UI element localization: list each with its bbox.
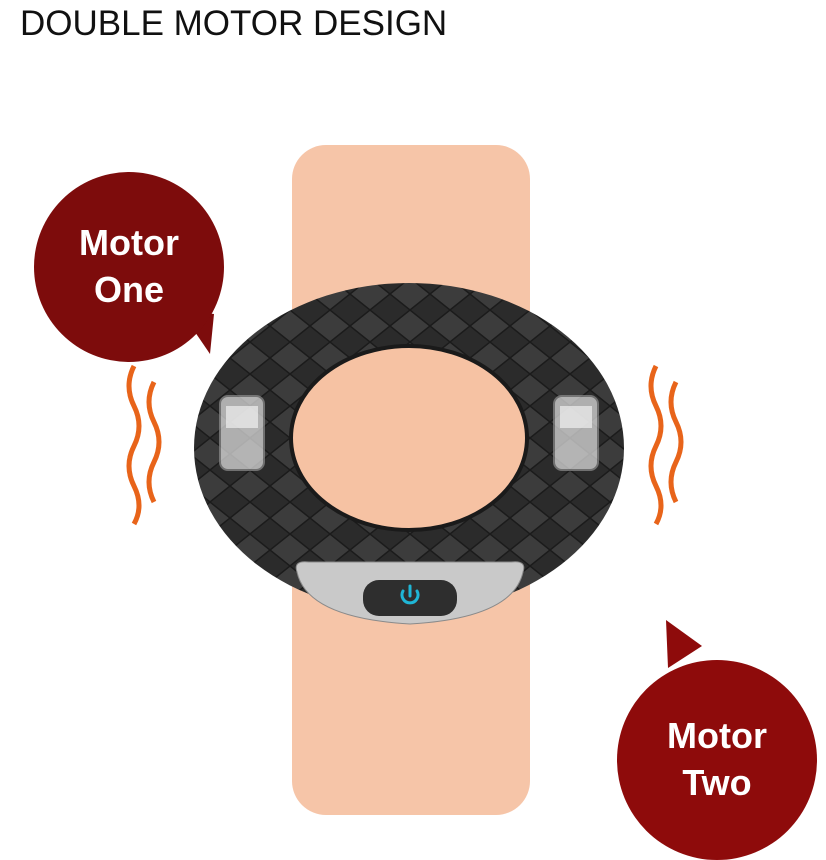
power-icon — [400, 584, 420, 605]
page-title: DOUBLE MOTOR DESIGN — [20, 4, 448, 43]
motor-two-label: Motor Two — [617, 660, 817, 860]
bubble-two-tail — [666, 620, 702, 668]
motor-two-line2: Two — [682, 762, 752, 803]
motor-one-line1: Motor — [79, 222, 179, 264]
control-panel — [295, 561, 525, 625]
motor-two-icon — [553, 395, 599, 471]
motor-one-label: Motor One — [34, 172, 224, 362]
motor-one-line2: One — [93, 269, 164, 310]
vibration-waves-right-icon — [648, 364, 684, 526]
motor-one-icon — [219, 395, 265, 471]
ring-device — [194, 283, 624, 613]
vibration-waves-left-icon — [126, 364, 162, 526]
motor-two-line1: Motor — [667, 715, 767, 757]
